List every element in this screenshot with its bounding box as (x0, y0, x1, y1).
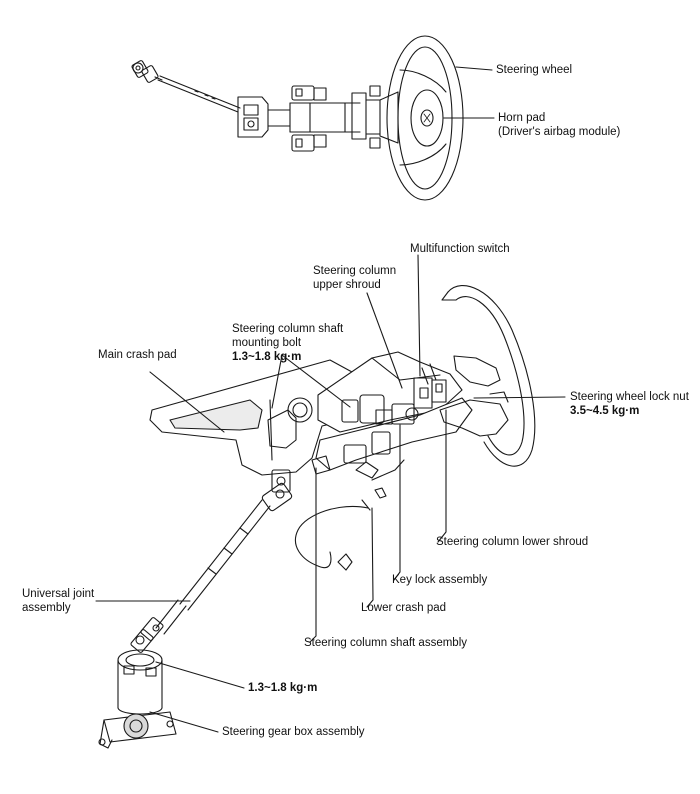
label-gearbox-text: Steering gear box assembly (222, 726, 365, 738)
leader-main-crash-pad (149, 371, 225, 433)
leader-steering-wheel (455, 66, 493, 71)
label-lower-shroud: Steering column lower shroud (436, 535, 588, 549)
label-gearbox-torque-text: 1.3~1.8 kg·m (248, 682, 318, 694)
label-upper-shroud-line1: Steering column (313, 265, 397, 277)
steering-gear-box (98, 649, 177, 749)
top-switch-body (379, 91, 399, 144)
leader-key-lock (393, 424, 401, 581)
label-universal-joint-line2: assembly (22, 602, 71, 614)
leader-lower-crash-pad (366, 507, 374, 608)
label-lower-crash-pad: Lower crash pad (361, 601, 446, 615)
leader-lower-shroud (437, 409, 447, 543)
label-lower-shroud-text: Steering column lower shroud (436, 536, 589, 548)
label-main-crash-pad: Main crash pad (98, 348, 177, 362)
label-gearbox-torque: 1.3~1.8 kg·m (248, 681, 317, 695)
leader-column-shaft (309, 467, 317, 643)
leader-gearbox-torque (155, 661, 245, 689)
label-key-lock-text: Key lock assembly (392, 574, 488, 586)
label-mounting-bolt: Steering column shaft mounting bolt 1.3~… (232, 322, 343, 364)
intermediate-shaft (155, 482, 293, 635)
label-mounting-bolt-line1: Steering column shaft (232, 323, 344, 335)
label-column-shaft: Steering column shaft assembly (304, 636, 467, 650)
leader-upper-shroud (366, 292, 403, 389)
label-gearbox: Steering gear box assembly (222, 725, 365, 739)
label-horn-pad-text: Horn pad (498, 112, 546, 124)
label-steering-wheel-text: Steering wheel (496, 64, 573, 76)
top-column-bracket-left (237, 96, 291, 138)
label-upper-shroud-line2: upper shroud (313, 279, 381, 291)
label-multifunction-switch: Multifunction switch (410, 242, 510, 256)
lower-universal-joint (130, 617, 164, 653)
label-universal-joint: Universal joint assembly (22, 587, 94, 615)
label-horn-pad-subtext: (Driver's airbag module) (498, 126, 621, 138)
top-intermediate-shaft (157, 75, 241, 113)
column-internals (341, 363, 447, 479)
label-column-shaft-text: Steering column shaft assembly (304, 637, 467, 649)
label-lower-crash-pad-text: Lower crash pad (361, 602, 447, 614)
leader-mounting-bolt (271, 354, 351, 409)
label-key-lock: Key lock assembly (392, 573, 487, 587)
label-lock-nut-text: Steering wheel lock nut (570, 391, 689, 403)
leader-multifunction-switch (417, 254, 421, 377)
label-lock-nut-torque: 3.5~4.5 kg·m (570, 405, 640, 417)
label-horn-pad: Horn pad (Driver's airbag module) (498, 111, 620, 139)
label-mounting-bolt-torque: 1.3~1.8 kg·m (232, 351, 302, 363)
label-multifunction-switch-text: Multifunction switch (410, 243, 510, 255)
top-column-tube (289, 102, 361, 133)
lower-crash-pad-cable (294, 499, 371, 571)
top-universal-joint (131, 60, 163, 83)
label-steering-wheel: Steering wheel (496, 63, 572, 77)
top-view-steering-assembly (131, 35, 464, 201)
top-column-bracket-right (351, 85, 381, 149)
steering-column-lower-shroud (315, 397, 473, 499)
label-main-crash-pad-text: Main crash pad (98, 349, 177, 361)
label-mounting-bolt-line2: mounting bolt (232, 337, 302, 349)
steering-wheel-3d (439, 284, 536, 467)
label-lock-nut: Steering wheel lock nut 3.5~4.5 kg·m (570, 390, 689, 418)
label-upper-shroud: Steering column upper shroud (313, 264, 396, 292)
top-column-bracket-mid (291, 85, 327, 152)
column-mounting-brackets (267, 409, 331, 493)
leader-gearbox (149, 711, 219, 733)
leader-lock-nut (473, 396, 566, 399)
label-universal-joint-line1: Universal joint (22, 588, 95, 600)
